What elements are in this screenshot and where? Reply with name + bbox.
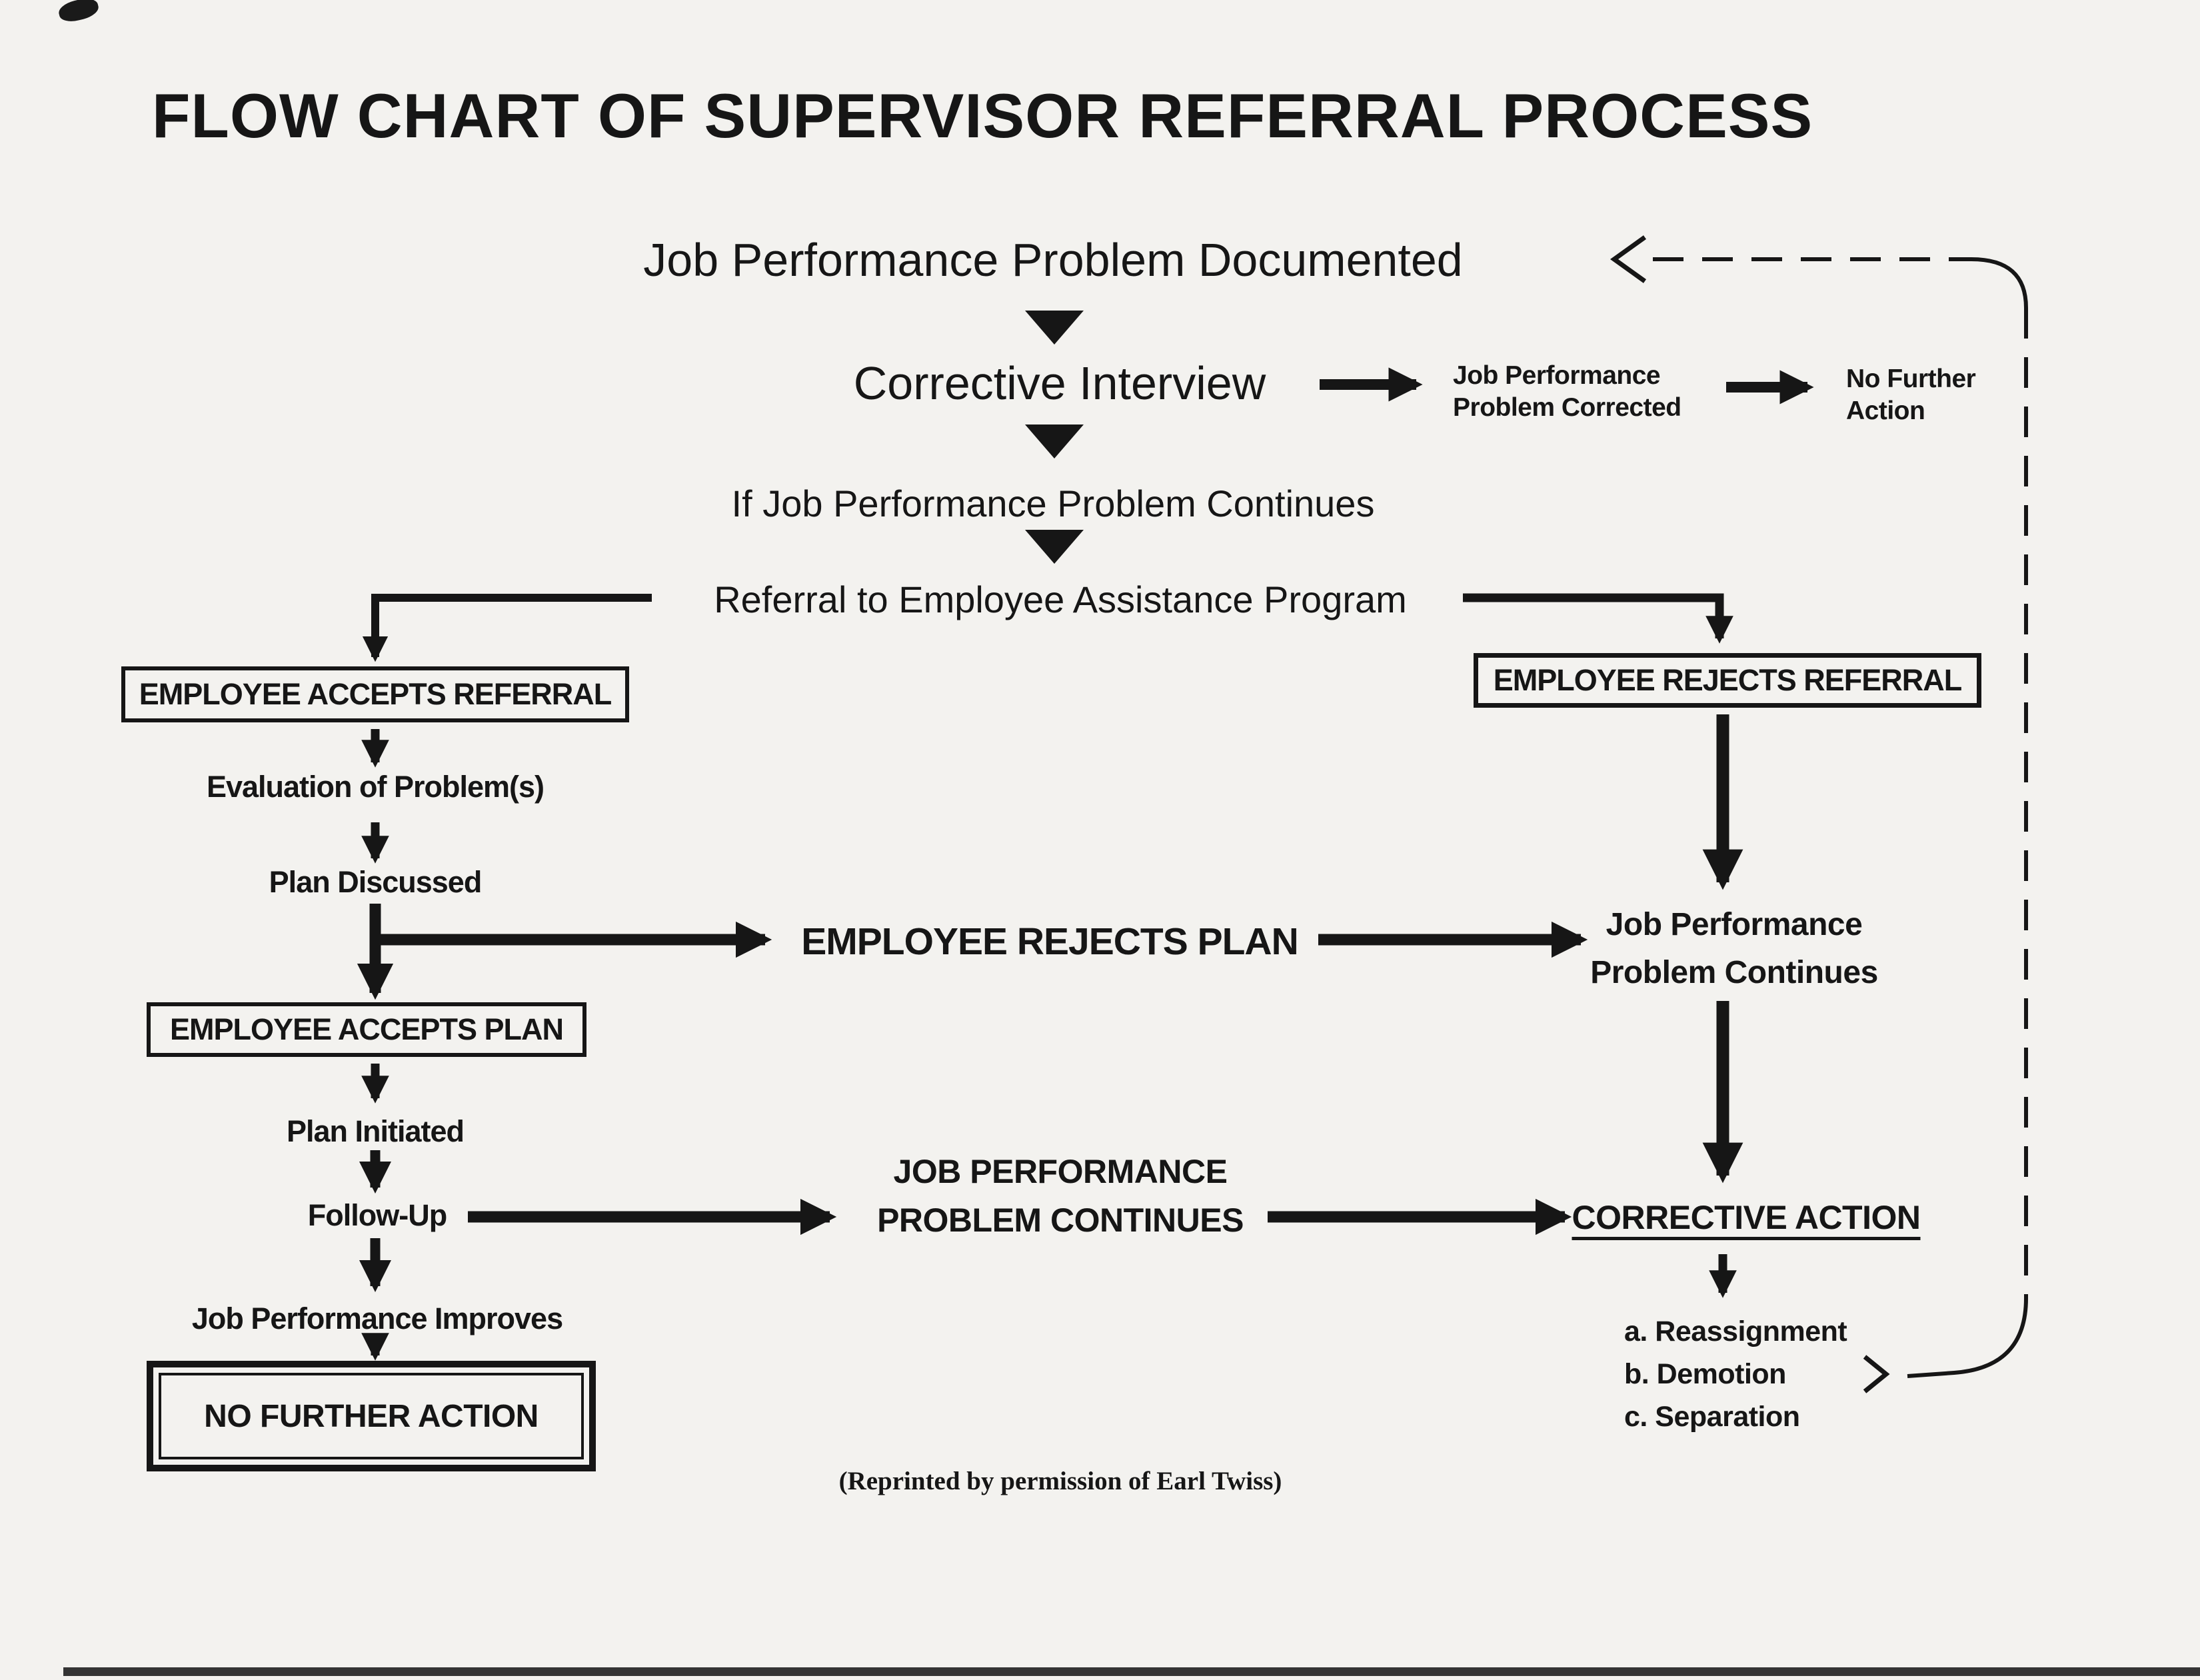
- step-referral-eap: Referral to Employee Assistance Program: [714, 578, 1407, 620]
- step-corrective-action: CORRECTIVE ACTION: [1572, 1199, 1921, 1236]
- accepts-plan-label: EMPLOYEE ACCEPTS PLAN: [170, 1012, 564, 1046]
- problem-continues-line1: Job Performance: [1606, 907, 1863, 942]
- problem-corrected-line1: Job Performance: [1453, 361, 1661, 390]
- step-problem-continues-right: Job Performance Problem Continues: [1590, 901, 1878, 997]
- credit-line: (Reprinted by permission of Earl Twiss): [838, 1467, 1282, 1495]
- step-no-further-action-top: No Further Action: [1846, 363, 1976, 426]
- step-problem-continues-mid: JOB PERFORMANCE PROBLEM CONTINUES: [877, 1148, 1244, 1245]
- step-plan-initiated: Plan Initiated: [286, 1114, 465, 1148]
- feedback-corner-top: [1971, 257, 2028, 309]
- down-triangle-icon: [1025, 311, 1084, 345]
- down-triangle-icon: [1025, 530, 1084, 564]
- step-corrective-interview: Corrective Interview: [853, 357, 1266, 409]
- step-problem-corrected: Job Performance Problem Corrected: [1453, 360, 1681, 423]
- feedback-corner-bottom: [1907, 1297, 2028, 1378]
- step-performance-improves: Job Performance Improves: [191, 1301, 563, 1335]
- no-further-line1: No Further: [1846, 365, 1976, 393]
- accepts-referral-label: EMPLOYEE ACCEPTS REFERRAL: [139, 677, 612, 711]
- box-employee-accepts-plan: EMPLOYEE ACCEPTS PLAN: [147, 1002, 586, 1057]
- down-triangle-icon: [1025, 424, 1084, 458]
- connector-referral-accepts: [362, 594, 652, 662]
- page-title: FLOW CHART OF SUPERVISOR REFERRAL PROCES…: [152, 81, 1813, 151]
- no-further-action-label: NO FURTHER ACTION: [204, 1398, 539, 1434]
- box-employee-rejects-referral: EMPLOYEE REJECTS REFERRAL: [1474, 653, 1981, 708]
- box-employee-accepts-referral: EMPLOYEE ACCEPTS REFERRAL: [121, 666, 629, 722]
- no-further-line2: Action: [1846, 396, 1925, 425]
- problem-continues-mid-line2: PROBLEM CONTINUES: [877, 1202, 1244, 1239]
- connector-referral-rejects: [1463, 593, 1733, 644]
- problem-continues-line2: Problem Continues: [1590, 955, 1878, 990]
- step-if-problem-continues: If Job Performance Problem Continues: [731, 482, 1375, 524]
- corrective-action-list: a. Reassignment b. Demotion c. Separatio…: [1624, 1310, 1847, 1438]
- box-no-further-action: NO FURTHER ACTION: [147, 1361, 596, 1471]
- step-plan-discussed: Plan Discussed: [269, 865, 483, 899]
- rejects-referral-label: EMPLOYEE REJECTS REFERRAL: [1493, 663, 1963, 697]
- action-item-demotion: b. Demotion: [1624, 1358, 1786, 1390]
- step-evaluation: Evaluation of Problem(s): [206, 770, 545, 804]
- problem-continues-mid-line1: JOB PERFORMANCE: [893, 1153, 1228, 1190]
- problem-corrected-line2: Problem Corrected: [1453, 393, 1681, 422]
- box-no-further-action-inner: NO FURTHER ACTION: [159, 1373, 584, 1459]
- step-employee-rejects-plan: EMPLOYEE REJECTS PLAN: [801, 920, 1298, 963]
- scan-artifact-bottom-line: [63, 1667, 2200, 1676]
- step-problem-documented: Job Performance Problem Documented: [643, 234, 1463, 286]
- feedback-arrowhead-icon: [1610, 235, 1647, 283]
- feedback-chevron-icon: [1863, 1355, 1890, 1393]
- action-item-reassignment: a. Reassignment: [1624, 1315, 1847, 1347]
- action-item-separation: c. Separation: [1624, 1401, 1800, 1433]
- step-follow-up: Follow-Up: [307, 1198, 447, 1232]
